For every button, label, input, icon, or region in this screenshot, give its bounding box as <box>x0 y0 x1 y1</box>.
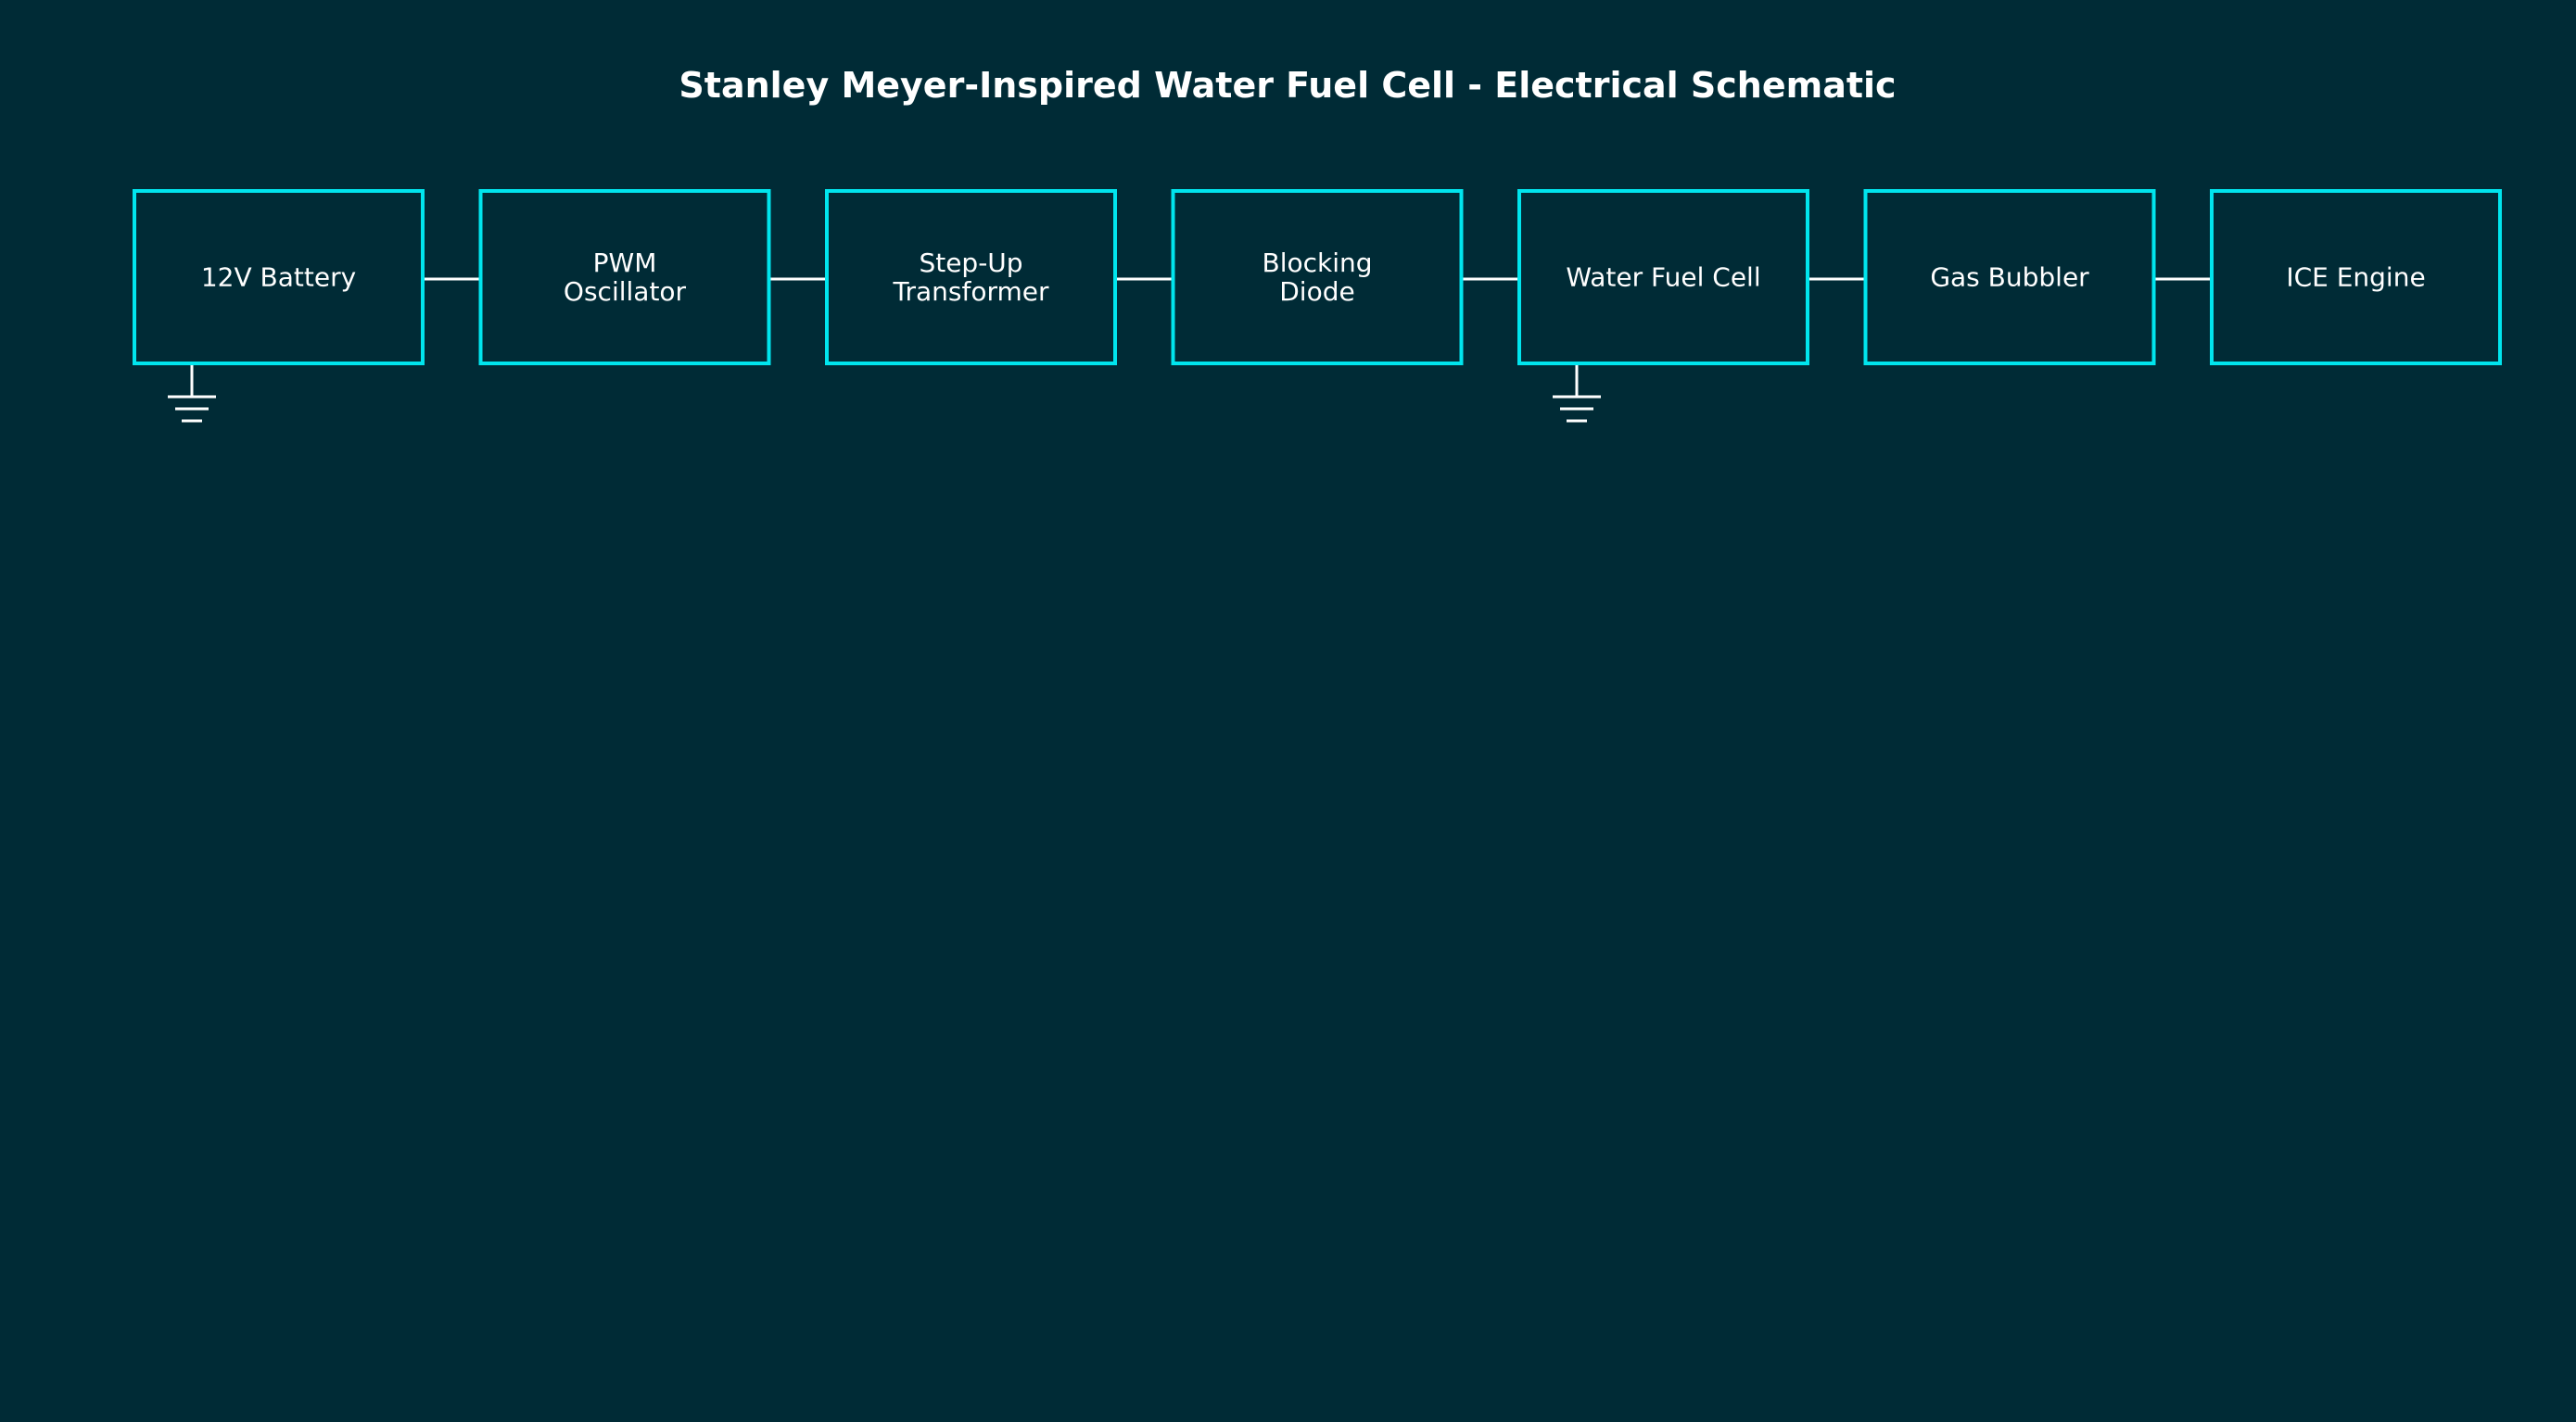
component-box <box>825 189 1117 365</box>
component-box <box>1517 189 1809 365</box>
component-box <box>1863 189 2156 365</box>
component-label: Blocking <box>1262 248 1372 278</box>
component-box <box>478 189 771 365</box>
component-label: Water Fuel Cell <box>1566 262 1760 293</box>
component-label: Step-Up <box>919 248 1022 278</box>
component-label: Diode <box>1279 276 1354 307</box>
ground-symbol <box>168 363 216 423</box>
diagram-title: Stanley Meyer-Inspired Water Fuel Cell -… <box>679 65 1896 106</box>
component-label: Oscillator <box>564 276 687 307</box>
component-engine: ICE Engine <box>2210 189 2502 365</box>
grounds-layer <box>168 363 1601 423</box>
component-label: Transformer <box>892 276 1049 307</box>
component-fuel-cell: Water Fuel Cell <box>1517 189 1809 365</box>
component-battery: 12V Battery <box>133 189 425 365</box>
component-label: 12V Battery <box>201 262 356 293</box>
component-label: PWM <box>593 248 657 278</box>
component-label: ICE Engine <box>2286 262 2425 293</box>
component-bubbler: Gas Bubbler <box>1863 189 2156 365</box>
component-box <box>133 189 425 365</box>
component-box <box>1171 189 1464 365</box>
component-label: Gas Bubbler <box>1930 262 2089 293</box>
component-box <box>2210 189 2502 365</box>
ground-symbol <box>1553 363 1601 423</box>
